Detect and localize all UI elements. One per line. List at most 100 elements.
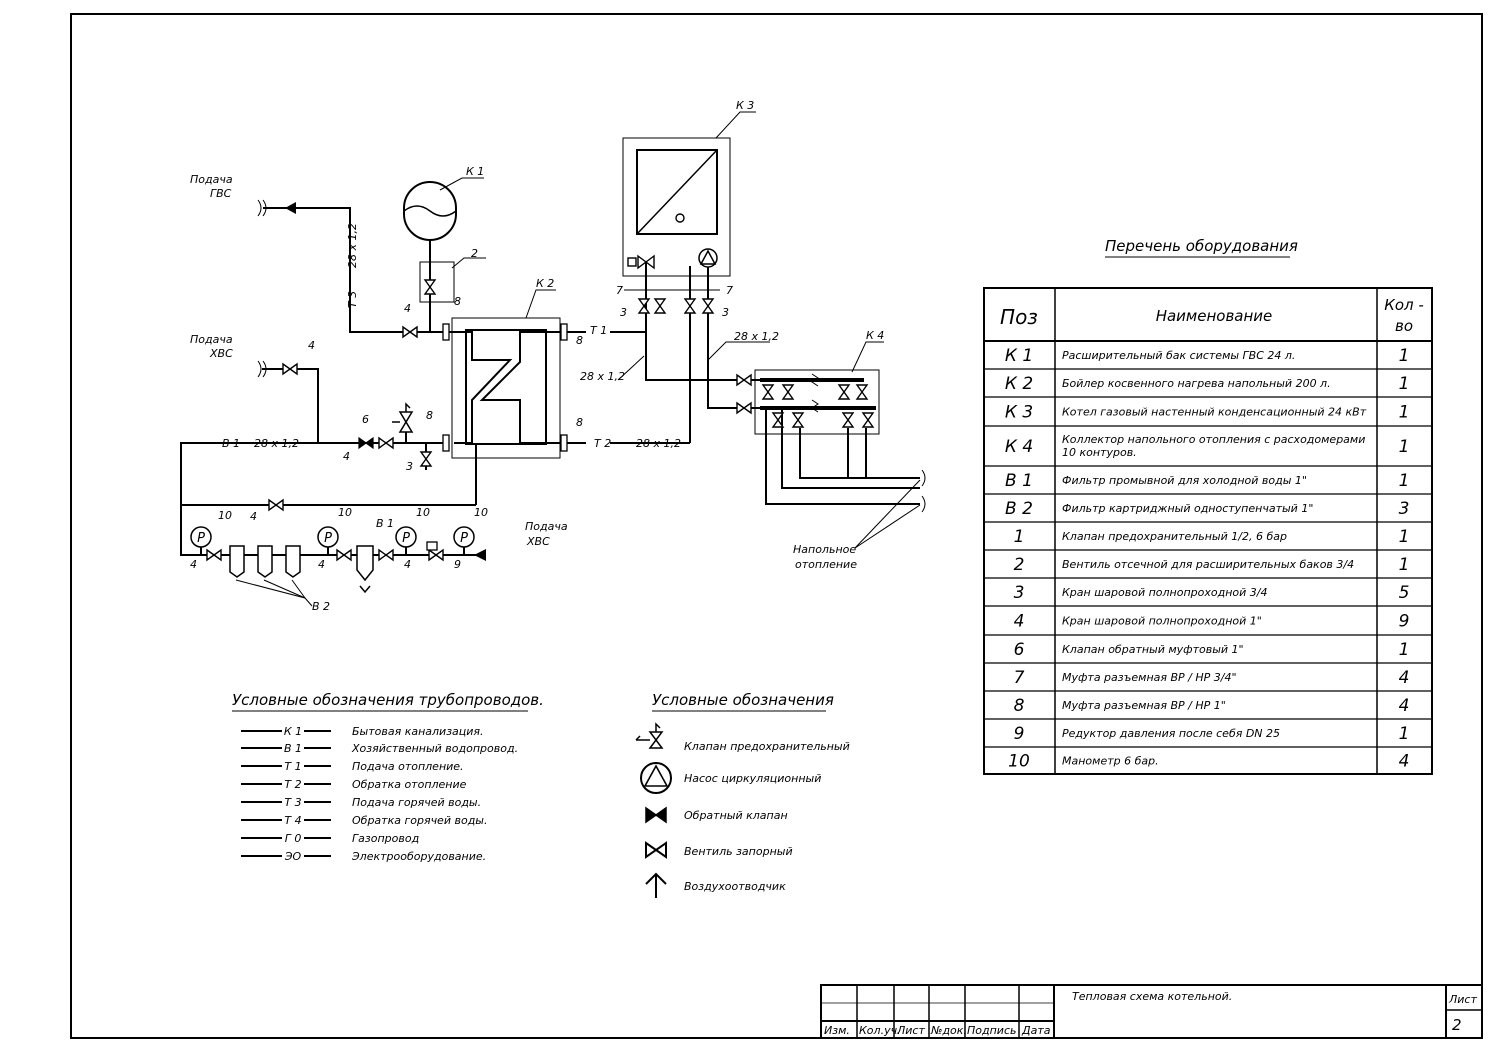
valve-4-icon — [378, 437, 394, 449]
gas-boiler[interactable] — [622, 137, 731, 277]
equipment-row-qty: 1 — [1399, 403, 1410, 423]
valve-icon — [862, 412, 874, 428]
feed-floor-2: отопление — [795, 558, 857, 571]
equipment-row-name: Манометр 6 бар. — [1062, 755, 1159, 768]
cartridge-filter-icon — [229, 545, 301, 578]
tag-10: 10 — [338, 506, 352, 519]
flush-filter-icon — [356, 545, 374, 594]
pipe-legend-label: Электрооборудование. — [351, 850, 486, 863]
floor-collector[interactable] — [754, 369, 880, 435]
tag-4: 4 — [318, 558, 325, 571]
pipe-legend-code: К 1 — [284, 725, 302, 738]
check-valve-6-icon — [358, 437, 374, 449]
tag-8: 8 — [576, 416, 583, 429]
pipe-legend-label: Хозяйственный водопровод. — [351, 742, 518, 755]
equipment-row-name: Муфта разъемная ВР / НР 1" — [1062, 699, 1226, 712]
feed-floor-1: Напольное — [793, 543, 856, 556]
equipment-row-qty: 1 — [1399, 346, 1410, 366]
pipe-legend-code: ЭО — [284, 850, 302, 863]
valve-4-icon — [378, 549, 394, 561]
pipe-legend-label: Обратка горячей воды. — [352, 814, 487, 827]
valve-2-icon — [424, 279, 436, 295]
tag-8: 8 — [426, 409, 433, 422]
legend-pump-label: Насос циркуляционный — [684, 772, 821, 785]
equipment-row-qty: 4 — [1399, 696, 1410, 716]
tag-3: 3 — [722, 306, 729, 319]
tag-4: 4 — [343, 450, 350, 463]
tag-2: 2 — [471, 247, 478, 260]
pipe-t3-size: 28 х 1,2 — [346, 223, 359, 268]
valve-icon — [856, 384, 868, 400]
equipment-row-name: Фильтр промывной для холодной воды 1" — [1062, 474, 1307, 487]
tag-9: 9 — [454, 558, 461, 571]
pipe-t1: Т 1 — [590, 324, 607, 337]
equipment-row-pos: К 3 — [1005, 403, 1033, 423]
coupling-8-icon — [442, 323, 450, 341]
expansion-tank[interactable] — [403, 181, 457, 241]
flow-arrow-icon — [285, 202, 296, 214]
equipment-row-name: 10 контуров. — [1062, 446, 1137, 459]
pipe-b1-bottom: В 1 — [376, 517, 394, 530]
pipe-legend-label: Газопровод — [352, 832, 419, 845]
legend-safety-valve-icon — [635, 722, 664, 749]
equipment-row-name: Бойлер косвенного нагрева напольный 200 … — [1062, 377, 1331, 390]
gauge-label: P — [324, 531, 332, 546]
pipe-legend-code: В 1 — [284, 742, 302, 755]
equipment-row-pos: 10 — [1008, 752, 1030, 772]
equipment-row-pos: 2 — [1014, 555, 1025, 575]
tag-k3: К 3 — [736, 99, 754, 112]
pipe-t3: Т 3 — [346, 291, 359, 308]
equipment-row-qty: 3 — [1399, 499, 1410, 519]
equipment-row-qty: 4 — [1399, 752, 1410, 772]
gauge-label: P — [460, 531, 468, 546]
legend-check-valve-label: Обратный клапан — [684, 809, 788, 822]
tag-7: 7 — [726, 284, 733, 297]
legend-air-vent-label: Воздухоотводчик — [684, 880, 786, 893]
equipment-row-pos: 4 — [1014, 612, 1025, 632]
legend-check-valve-icon — [645, 806, 667, 824]
equipment-row-pos: В 1 — [1005, 471, 1033, 491]
tb-col-data: Дата — [1021, 1024, 1051, 1037]
tag-4: 4 — [308, 339, 315, 352]
symbol-legend-title: Условные обозначения — [652, 691, 834, 709]
equipment-row-name: Расширительный бак системы ГВС 24 л. — [1062, 349, 1295, 362]
pipe-t2: Т 2 — [594, 437, 611, 450]
valve-3-icon — [702, 298, 714, 314]
equipment-title: Перечень оборудования — [1105, 237, 1298, 255]
equipment-row-qty: 1 — [1399, 471, 1410, 491]
valve-4-icon — [336, 549, 352, 561]
valve-4-icon — [402, 326, 418, 338]
leader-lines — [235, 111, 921, 607]
valve-icon — [736, 374, 752, 386]
equipment-row-pos: В 2 — [1005, 499, 1033, 519]
pipe-legend-label: Подача горячей воды. — [352, 796, 481, 809]
coupling-8-icon — [560, 434, 568, 452]
tag-8: 8 — [454, 295, 461, 308]
pipe-legend: К 1 Бытовая канализация. В 1 Хозяйственный … — [241, 725, 518, 863]
header-qty-1: Кол - — [1384, 296, 1424, 314]
valve-icon — [792, 412, 804, 428]
equipment-row-qty: 9 — [1399, 612, 1410, 632]
equipment-row-pos: К 1 — [1005, 346, 1033, 366]
tag-8: 8 — [576, 334, 583, 347]
indirect-boiler[interactable] — [451, 317, 561, 459]
feed-hvs-bottom-2: ХВС — [526, 535, 550, 548]
tag-3: 3 — [620, 306, 627, 319]
pipe-legend-label: Обратка отопление — [352, 778, 467, 791]
equipment-row-name: Клапан предохранительный 1/2, 6 бар — [1062, 530, 1287, 543]
pipe-legend-label: Бытовая канализация. — [352, 725, 484, 738]
pipe-t2-size: 28 х 1,2 — [636, 437, 681, 450]
equipment-row-qty: 1 — [1399, 640, 1410, 660]
tag-4: 4 — [404, 558, 411, 571]
tb-col-list: Лист — [896, 1024, 925, 1037]
legend-air-vent-icon — [645, 872, 667, 898]
flow-arrow-icon — [474, 549, 486, 561]
equipment-row-qty: 5 — [1399, 583, 1410, 603]
pipe-legend-title: Условные обозначения трубопроводов. — [232, 691, 544, 709]
feed-hvs-top-2: ХВС — [209, 347, 233, 360]
tb-col-izm: Изм. — [824, 1024, 850, 1037]
pipe-size-a: 28 х 1,2 — [580, 370, 625, 383]
tag-7: 7 — [616, 284, 623, 297]
equipment-row-pos: 8 — [1014, 696, 1025, 716]
header-qty-2: во — [1395, 317, 1413, 335]
